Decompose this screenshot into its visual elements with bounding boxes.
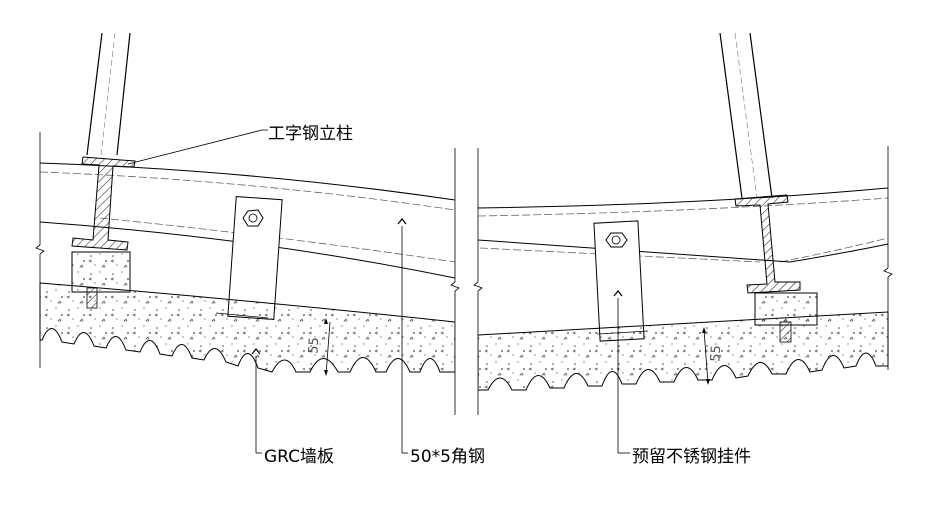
- right-detail: [478, 32, 889, 391]
- center-break-lines: [450, 148, 483, 415]
- left-detail: [39, 32, 455, 376]
- right-i-beam: [734, 194, 801, 294]
- right-steel-column: [719, 32, 773, 199]
- label-angle-steel: 50*5角钢: [410, 447, 485, 467]
- right-caret-hanger: [613, 290, 623, 297]
- left-caret-angle: [397, 218, 407, 225]
- left-steel-column: [86, 32, 131, 156]
- label-stainless-hanger: 预留不锈钢挂件: [632, 447, 751, 467]
- left-caret-panel: [251, 348, 261, 355]
- right-stainless-hanger: [593, 220, 649, 342]
- left-dimension-label: 55: [306, 336, 323, 355]
- left-break-line: [35, 132, 45, 368]
- left-grc-panel: [39, 282, 455, 376]
- right-grc-panel: [478, 311, 889, 391]
- left-i-beam: [71, 156, 136, 251]
- left-backing-block: [71, 251, 131, 293]
- label-steel-column: 工字钢立柱: [268, 124, 353, 144]
- label-grc-panel: GRC墙板: [264, 447, 335, 467]
- right-dimension-label: 55: [708, 344, 725, 363]
- right-angle-steel-lines: [478, 187, 889, 263]
- leader-lines: [127, 129, 630, 454]
- right-break-line: [883, 146, 893, 370]
